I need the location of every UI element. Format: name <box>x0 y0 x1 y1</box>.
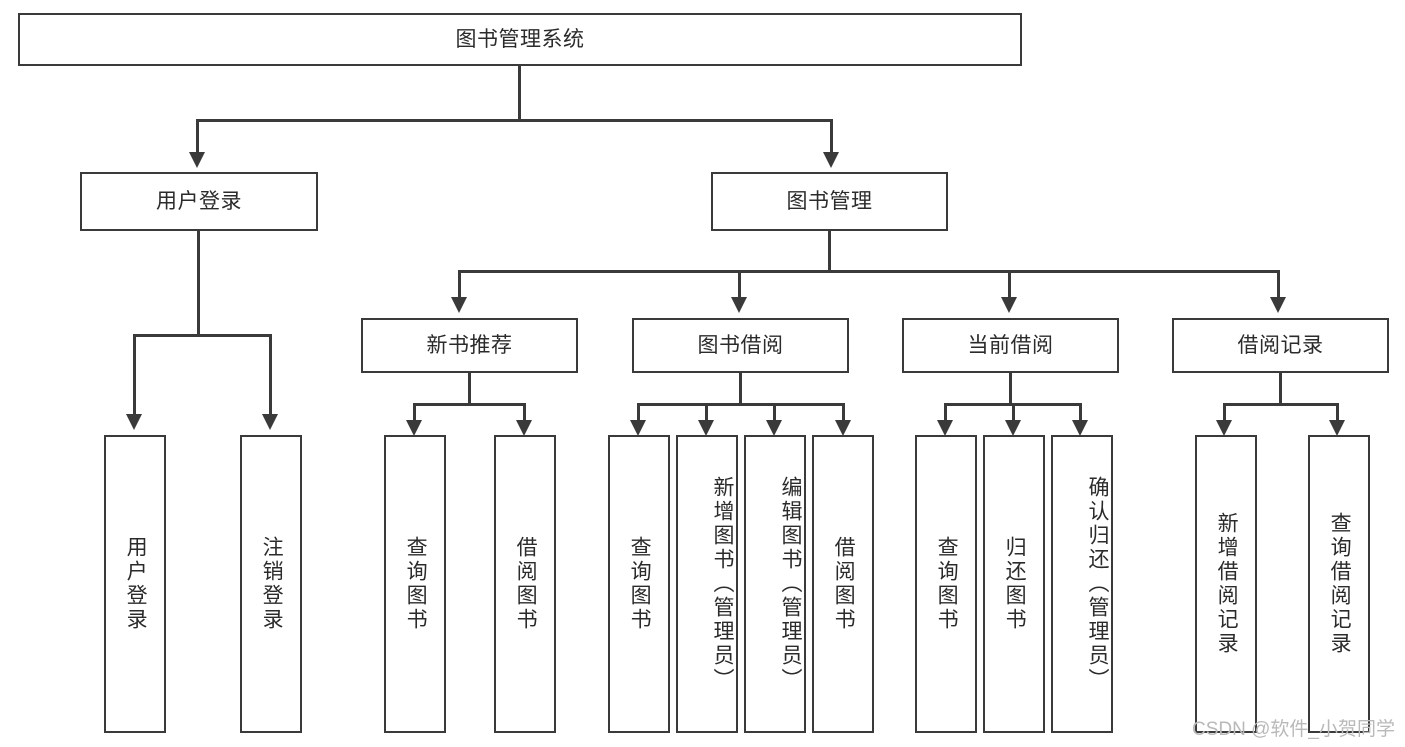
arrowhead-book-borrow-leaf-2 <box>698 420 714 436</box>
connector-user-login-drop-2 <box>269 334 272 414</box>
arrowhead-current-borrow-leaf-2 <box>1005 420 1021 436</box>
connector-book-borrow-stem <box>739 373 742 405</box>
arrowhead-new-book-leaf-1 <box>406 420 422 436</box>
connector-book-manage-drop-2 <box>738 270 741 297</box>
connector-borrow-record-stem <box>1279 373 1282 405</box>
connector-root-left-drop <box>196 119 199 152</box>
arrowhead-to-current-borrow <box>1001 297 1017 313</box>
node-root-system[interactable]: 图书管理系统 <box>18 13 1022 66</box>
connector-book-manage-drop-1 <box>458 270 461 297</box>
leaf-new-book-borrow[interactable]: 借阅图书 <box>494 435 556 733</box>
leaf-current-borrow-confirm[interactable]: 确认归还（管理员） <box>1051 435 1113 733</box>
connector-user-login-stem <box>197 231 200 336</box>
arrowhead-to-user-login <box>189 152 205 168</box>
leaf-user-login-login[interactable]: 用户登录 <box>104 435 166 733</box>
connector-borrow-record-drop-2 <box>1336 403 1339 420</box>
connector-new-book-bar <box>413 403 526 406</box>
arrowhead-book-borrow-leaf-1 <box>630 420 646 436</box>
arrowhead-book-borrow-leaf-3 <box>766 420 782 436</box>
connector-new-book-drop-2 <box>523 403 526 420</box>
leaf-book-borrow-add[interactable]: 新增图书（管理员） <box>676 435 738 733</box>
leaf-borrow-record-add[interactable]: 新增借阅记录 <box>1195 435 1257 733</box>
connector-book-manage-drop-4 <box>1277 270 1280 297</box>
connector-current-borrow-stem <box>1009 373 1012 405</box>
connector-root-bar <box>196 119 833 122</box>
connector-borrow-record-bar <box>1223 403 1339 406</box>
leaf-book-borrow-borrow[interactable]: 借阅图书 <box>812 435 874 733</box>
leaf-new-book-query[interactable]: 查询图书 <box>384 435 446 733</box>
connector-root-stem <box>518 66 521 120</box>
connector-user-login-bar <box>133 334 272 337</box>
node-book-manage[interactable]: 图书管理 <box>711 172 948 231</box>
node-book-borrow[interactable]: 图书借阅 <box>632 318 849 373</box>
connector-current-borrow-drop-2 <box>1012 403 1015 420</box>
arrowhead-book-borrow-leaf-4 <box>835 420 851 436</box>
arrowhead-to-new-book-recommend <box>451 297 467 313</box>
connector-new-book-drop-1 <box>413 403 416 420</box>
node-new-book-recommend[interactable]: 新书推荐 <box>361 318 578 373</box>
leaf-book-borrow-query[interactable]: 查询图书 <box>608 435 670 733</box>
arrowhead-new-book-leaf-2 <box>516 420 532 436</box>
node-user-login[interactable]: 用户登录 <box>80 172 318 231</box>
arrowhead-user-login-leaf-1 <box>126 414 142 430</box>
connector-book-borrow-drop-4 <box>842 403 845 420</box>
leaf-current-borrow-return[interactable]: 归还图书 <box>983 435 1045 733</box>
connector-book-borrow-drop-2 <box>705 403 708 420</box>
connector-current-borrow-drop-3 <box>1079 403 1082 420</box>
arrowhead-to-book-borrow <box>731 297 747 313</box>
connector-user-login-drop-1 <box>133 334 136 414</box>
connector-new-book-stem <box>468 373 471 405</box>
connector-book-borrow-drop-3 <box>773 403 776 420</box>
arrowhead-to-book-manage <box>823 152 839 168</box>
connector-book-manage-stem <box>828 231 831 272</box>
connector-current-borrow-drop-1 <box>944 403 947 420</box>
node-borrow-record[interactable]: 借阅记录 <box>1172 318 1389 373</box>
arrowhead-borrow-record-leaf-1 <box>1216 420 1232 436</box>
arrowhead-current-borrow-leaf-1 <box>937 420 953 436</box>
csdn-watermark: CSDN @软件_小贺同学 <box>1192 719 1395 740</box>
connector-book-borrow-bar <box>637 403 845 406</box>
leaf-borrow-record-query[interactable]: 查询借阅记录 <box>1308 435 1370 733</box>
leaf-current-borrow-query[interactable]: 查询图书 <box>915 435 977 733</box>
arrowhead-to-borrow-record <box>1270 297 1286 313</box>
arrowhead-current-borrow-leaf-3 <box>1072 420 1088 436</box>
connector-book-borrow-drop-1 <box>637 403 640 420</box>
leaf-user-login-logout[interactable]: 注销登录 <box>240 435 302 733</box>
connector-book-manage-drop-3 <box>1008 270 1011 297</box>
connector-book-manage-bar <box>458 270 1280 273</box>
arrowhead-user-login-leaf-2 <box>262 414 278 430</box>
leaf-book-borrow-edit[interactable]: 编辑图书（管理员） <box>744 435 806 733</box>
node-current-borrow[interactable]: 当前借阅 <box>902 318 1119 373</box>
connector-root-right-drop <box>830 119 833 152</box>
connector-borrow-record-drop-1 <box>1223 403 1226 420</box>
arrowhead-borrow-record-leaf-2 <box>1329 420 1345 436</box>
